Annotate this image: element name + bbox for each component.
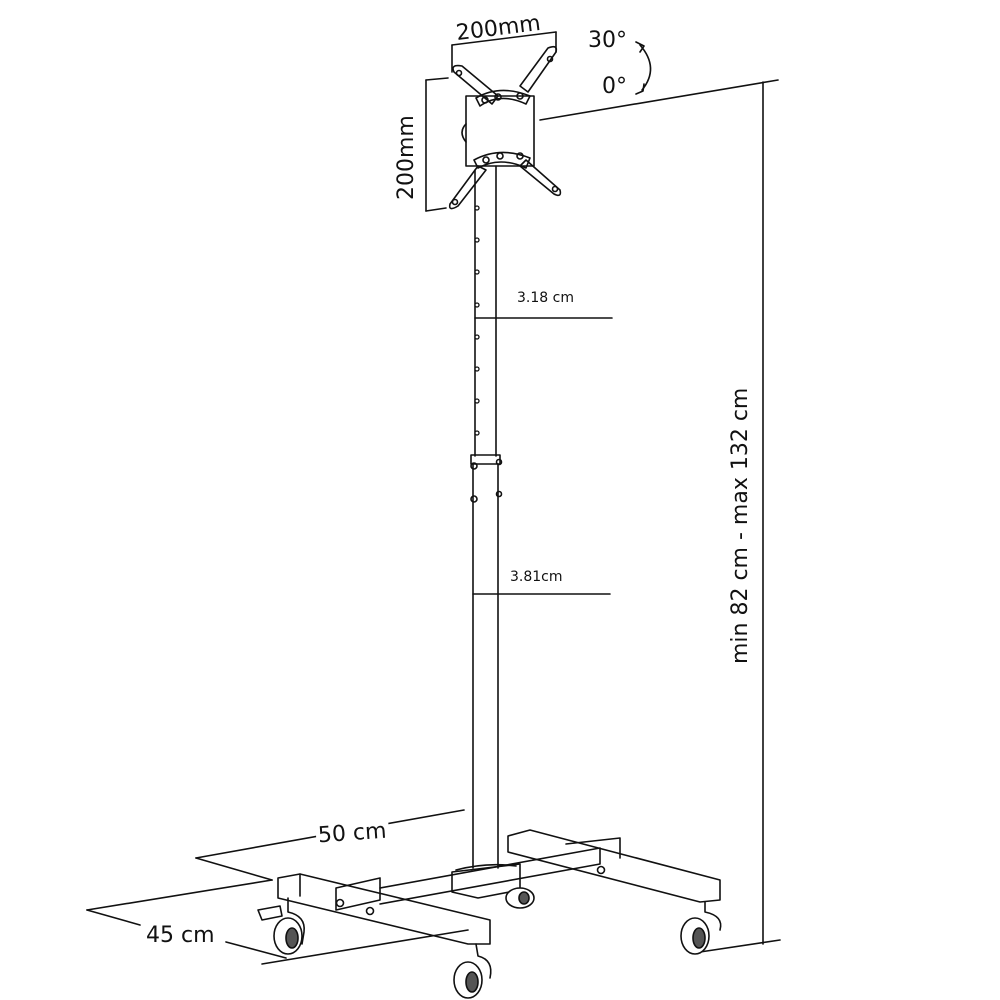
- vesa-dimension-lines: [425, 31, 557, 212]
- vesa-height-label: 200mm: [394, 115, 419, 200]
- lower-pole-diameter-label: 3.81cm: [510, 569, 563, 585]
- castor-wheels: [257, 887, 722, 999]
- vesa-bracket: [448, 45, 562, 210]
- castor-front-right: [453, 943, 492, 999]
- tilt-min-label: 0°: [602, 74, 627, 99]
- upper-pole: [474, 165, 497, 457]
- tilt-arrow-icon: [635, 41, 652, 95]
- castor-front-left: [257, 897, 305, 955]
- base-width-label: 45 cm: [144, 923, 217, 948]
- height-dimension-lines: [539, 79, 781, 953]
- upper-pole-diameter-label: 3.18 cm: [517, 290, 574, 306]
- tilt-max-label: 30°: [588, 28, 627, 53]
- pole-diameter-lines: [472, 317, 613, 595]
- lower-pole: [470, 458, 503, 869]
- height-range-label: min 82 cm - max 132 cm: [728, 387, 753, 664]
- base-frame: [277, 829, 721, 945]
- castor-back-right: [680, 901, 722, 955]
- castor-back-left: [505, 887, 535, 909]
- base-length-label: 50 cm: [315, 818, 390, 849]
